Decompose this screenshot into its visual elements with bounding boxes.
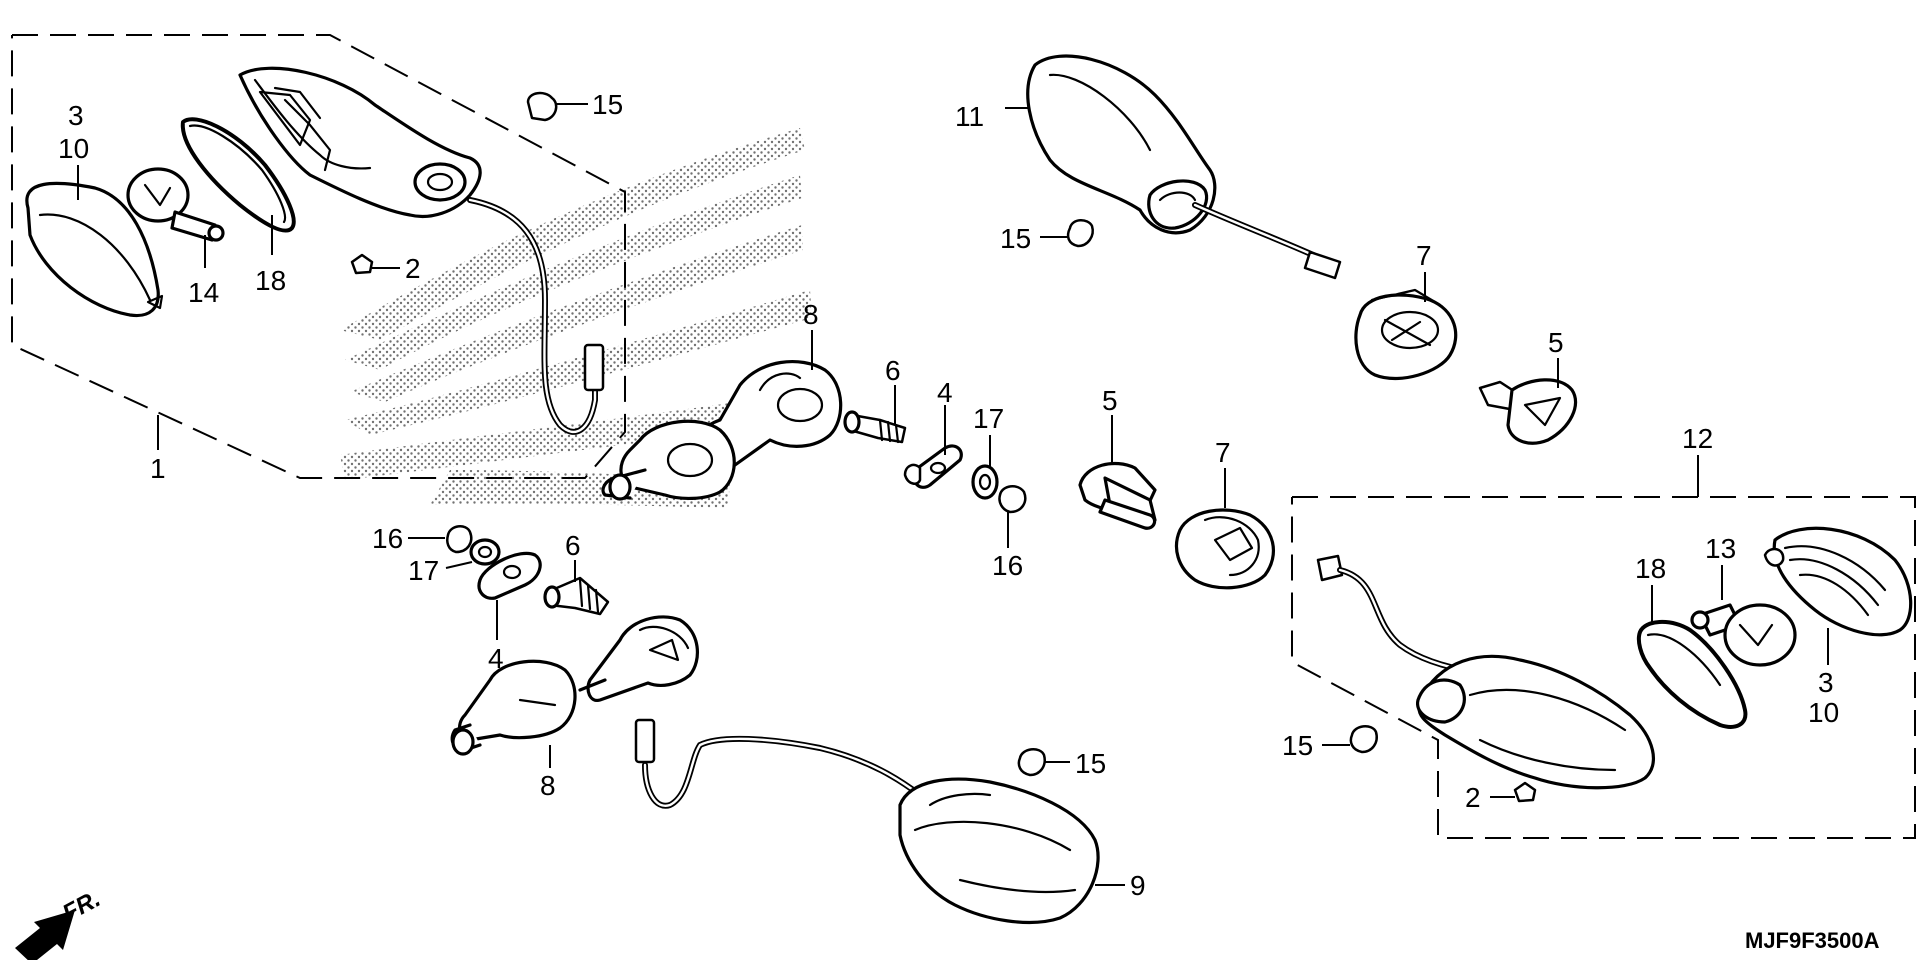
diagram-code: MJF9F3500A bbox=[1745, 928, 1880, 953]
callout-4: 4 bbox=[488, 643, 504, 674]
assembly-box-12 bbox=[1291, 496, 1916, 839]
washer-17-a bbox=[971, 464, 999, 500]
callout-11: 11 bbox=[955, 101, 984, 132]
callout-16: 16 bbox=[372, 523, 403, 554]
callout-12: 12 bbox=[1682, 423, 1713, 454]
turn-signal-lens-rear-right bbox=[1763, 526, 1913, 637]
callout-8: 8 bbox=[540, 770, 556, 801]
bulb-front-left bbox=[126, 167, 225, 242]
bulb-rear-right bbox=[1690, 603, 1797, 667]
callout-10: 10 bbox=[58, 133, 89, 164]
wire-housing-1 bbox=[467, 197, 605, 435]
callout-18: 18 bbox=[255, 265, 286, 296]
turn-signal-lens-front-left bbox=[25, 181, 164, 318]
callout-5: 5 bbox=[1102, 385, 1118, 416]
wire-housing-11 bbox=[1192, 202, 1342, 280]
callout-labels: 1 3 10 14 18 2 15 11 15 7 5 8 6 4 17 16 … bbox=[58, 89, 1839, 901]
plate-4-a bbox=[903, 444, 963, 489]
gasket-front-left bbox=[180, 117, 296, 233]
turn-signal-stay-8-a bbox=[601, 359, 843, 501]
wire-housing-9 bbox=[634, 718, 923, 809]
callout-7: 7 bbox=[1215, 437, 1231, 468]
front-direction-arrow: FR. bbox=[15, 885, 105, 960]
callout-15: 15 bbox=[1075, 748, 1106, 779]
turn-signal-front-9 bbox=[898, 777, 1100, 924]
callout-13: 13 bbox=[1705, 533, 1736, 564]
washer-17-b bbox=[469, 538, 501, 566]
callout-18: 18 bbox=[1635, 553, 1666, 584]
turn-signal-housing-1 bbox=[238, 66, 482, 219]
callout-2: 2 bbox=[405, 253, 421, 284]
turn-signal-housing-11 bbox=[1026, 54, 1217, 235]
callout-1: 1 bbox=[150, 453, 166, 484]
screw-2-b bbox=[1490, 781, 1537, 803]
bolt-15-d bbox=[1322, 725, 1378, 754]
gasket-rear-right bbox=[1636, 620, 1748, 729]
wire-housing-12 bbox=[1316, 554, 1478, 675]
turn-signal-housing-12 bbox=[1416, 654, 1655, 790]
callout-7: 7 bbox=[1416, 240, 1432, 271]
turn-signal-stay-8-b bbox=[450, 615, 699, 756]
callout-6: 6 bbox=[885, 355, 901, 386]
leader-lines bbox=[77, 107, 1829, 886]
callout-8: 8 bbox=[803, 299, 819, 330]
callout-4: 4 bbox=[937, 377, 953, 408]
callout-15: 15 bbox=[1000, 223, 1031, 254]
callout-17: 17 bbox=[408, 555, 439, 586]
plate-4-b bbox=[477, 551, 542, 600]
callout-3: 3 bbox=[68, 100, 84, 131]
assembly-box-1 bbox=[11, 34, 626, 479]
callout-3: 3 bbox=[1818, 667, 1834, 698]
callout-6: 6 bbox=[565, 530, 581, 561]
callout-10: 10 bbox=[1808, 697, 1839, 728]
callout-5: 5 bbox=[1548, 327, 1564, 358]
bracket-5-a bbox=[1478, 378, 1578, 445]
rubber-mount-7-b bbox=[1174, 508, 1275, 590]
callout-16: 16 bbox=[992, 550, 1023, 581]
nut-16-b bbox=[446, 525, 473, 554]
bracket-5-b bbox=[1078, 461, 1157, 530]
bolt-6-a bbox=[843, 410, 907, 444]
rubber-mount-7-a bbox=[1354, 288, 1458, 380]
callout-17: 17 bbox=[973, 403, 1004, 434]
callout-14: 14 bbox=[188, 277, 219, 308]
bolt-15-a bbox=[526, 91, 588, 122]
screw-2-a bbox=[350, 253, 400, 275]
nut-16-a bbox=[998, 485, 1027, 514]
bolt-15-c bbox=[1017, 748, 1070, 777]
callout-15: 15 bbox=[1282, 730, 1313, 761]
callout-15: 15 bbox=[592, 89, 623, 120]
callout-2: 2 bbox=[1465, 782, 1481, 813]
bolt-15-b bbox=[1040, 219, 1094, 248]
wing-logo-watermark bbox=[340, 128, 815, 508]
callout-9: 9 bbox=[1130, 870, 1146, 901]
bolt-6-b bbox=[543, 576, 610, 616]
